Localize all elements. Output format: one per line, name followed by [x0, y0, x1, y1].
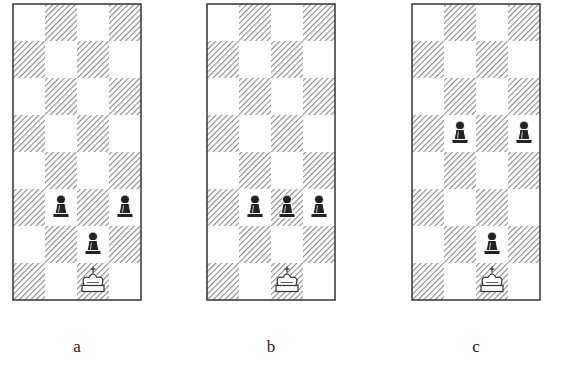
- board-c: [412, 4, 540, 300]
- board-label: a: [73, 337, 81, 357]
- board-b: [207, 4, 335, 300]
- board-a: [13, 4, 141, 300]
- board-label: b: [267, 337, 276, 357]
- board-label: c: [472, 337, 480, 357]
